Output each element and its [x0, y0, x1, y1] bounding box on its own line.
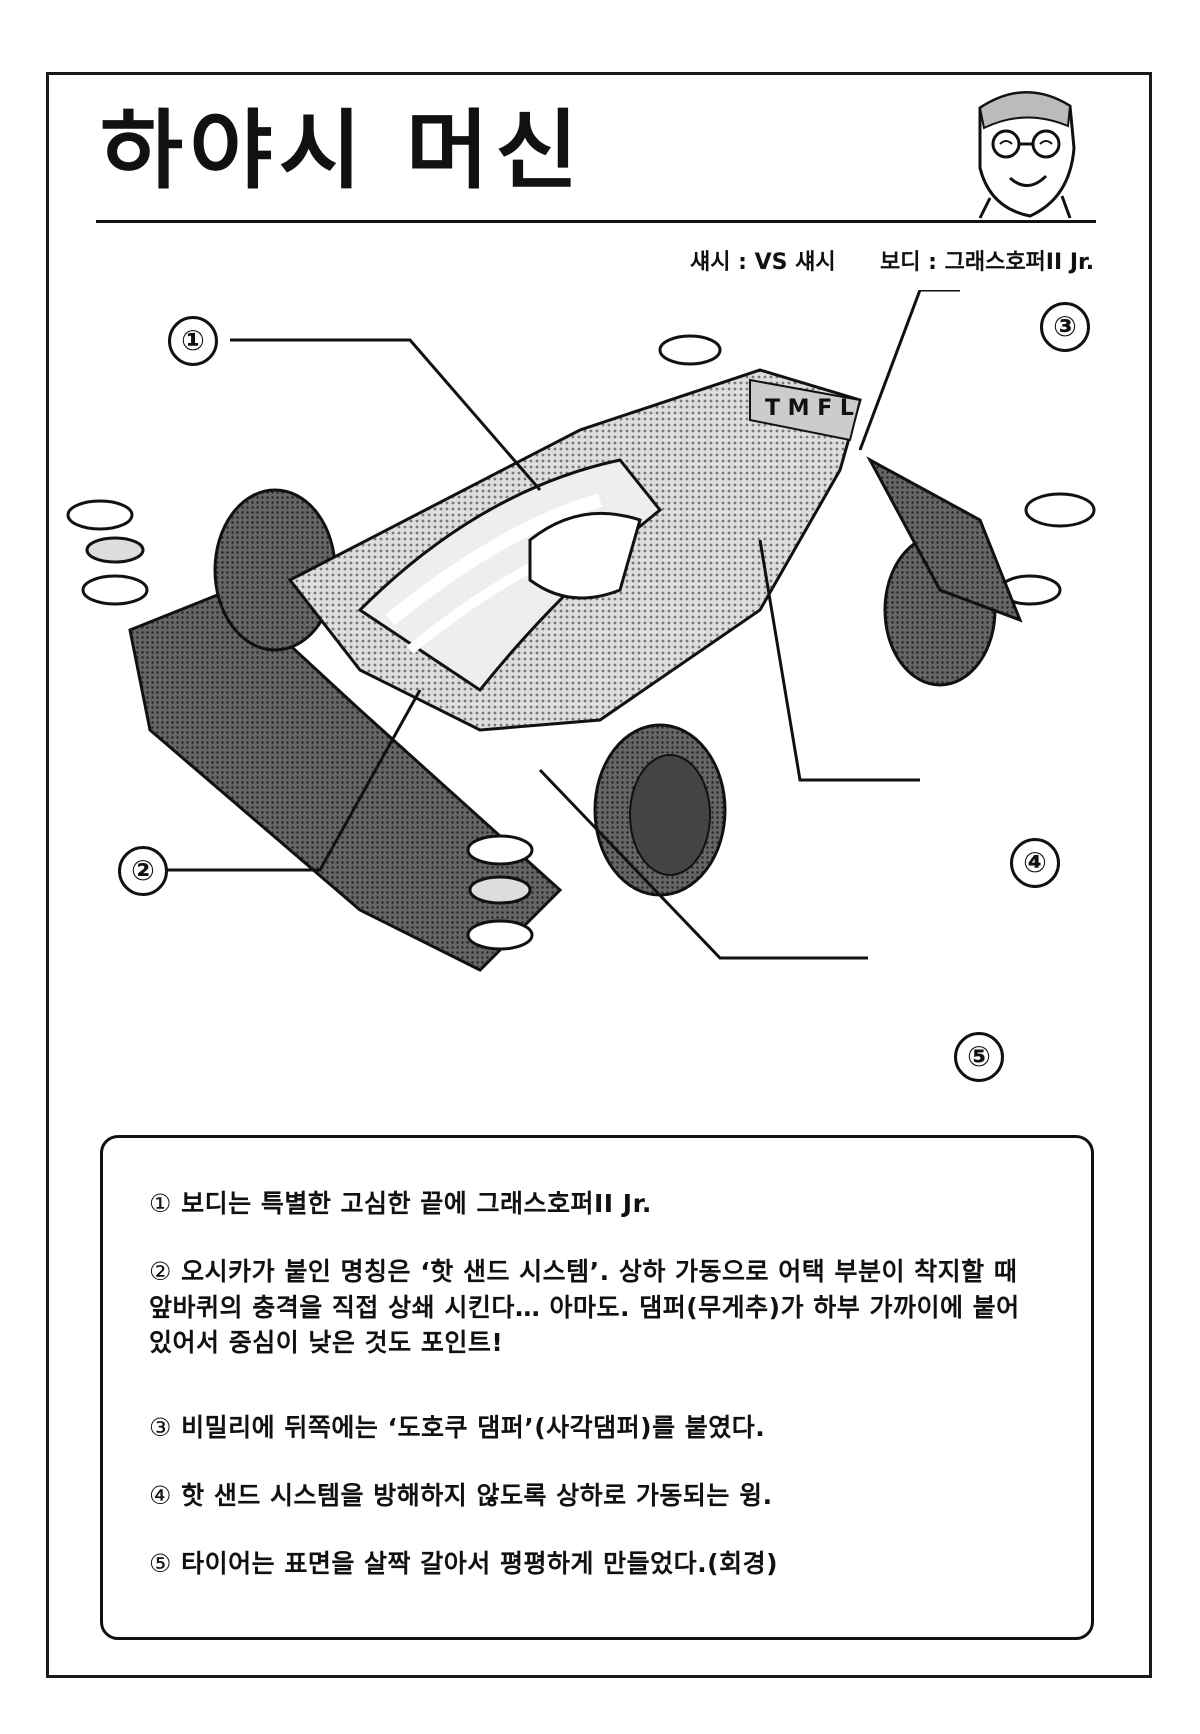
front-rollers	[66, 499, 534, 951]
note-text: 타이어는 표면을 살짝 갈아서 평평하게 만들었다.(회경)	[181, 1549, 779, 1578]
callout-4: ④	[1010, 838, 1060, 888]
note-text: 보디는 특별한 고심한 끝에 그래스호퍼II Jr.	[181, 1189, 652, 1218]
front-wheel	[593, 723, 727, 897]
callout-3: ③	[1040, 302, 1090, 352]
car-body	[287, 368, 862, 732]
note-1: ① 보디는 특별한 고심한 끝에 그래스호퍼II Jr.	[149, 1186, 1049, 1222]
note-number: ⑤	[149, 1549, 172, 1578]
car-illustration: T M F L	[66, 290, 1096, 972]
page-title: 하야시 머신	[100, 101, 585, 201]
body-spec: 보디 : 그래스호퍼II Jr.	[880, 250, 1095, 275]
note-text: 오시카가 붙인 명칭은 ‘핫 샌드 시스템’. 상하 가동으로 어택 부분이 착…	[149, 1257, 1020, 1357]
note-number: ②	[149, 1257, 172, 1286]
note-2: ② 오시카가 붙인 명칭은 ‘핫 샌드 시스템’. 상하 가동으로 어택 부분이…	[149, 1254, 1049, 1361]
callout-5: ⑤	[954, 1032, 1004, 1082]
note-number: ③	[149, 1413, 172, 1442]
notes-box: ① 보디는 특별한 고심한 끝에 그래스호퍼II Jr. ② 오시카가 붙인 명…	[100, 1135, 1094, 1640]
note-number: ①	[149, 1189, 172, 1218]
note-4: ④ 핫 샌드 시스템을 방해하지 않도록 상하로 가동되는 윙.	[149, 1478, 1049, 1514]
callout-1: ①	[168, 316, 218, 366]
note-text: 비밀리에 뒤쪽에는 ‘도호쿠 댐퍼’(사각댐퍼)를 붙였다.	[181, 1413, 766, 1442]
title-underline	[96, 220, 1096, 223]
note-5: ⑤ 타이어는 표면을 살짝 갈아서 평평하게 만들었다.(회경)	[149, 1546, 1049, 1582]
callout-2: ②	[118, 846, 168, 896]
callout-lines	[142, 290, 960, 960]
rear-rollers	[658, 334, 1096, 623]
car-decal-text: T M F L	[765, 396, 854, 421]
note-3: ③ 비밀리에 뒤쪽에는 ‘도호쿠 댐퍼’(사각댐퍼)를 붙였다.	[149, 1410, 1049, 1446]
chassis-spec: 섀시 : VS 섀시	[690, 250, 836, 275]
note-text: 핫 샌드 시스템을 방해하지 않도록 상하로 가동되는 윙.	[181, 1481, 773, 1510]
note-number: ④	[149, 1481, 172, 1510]
author-portrait	[978, 91, 1076, 219]
